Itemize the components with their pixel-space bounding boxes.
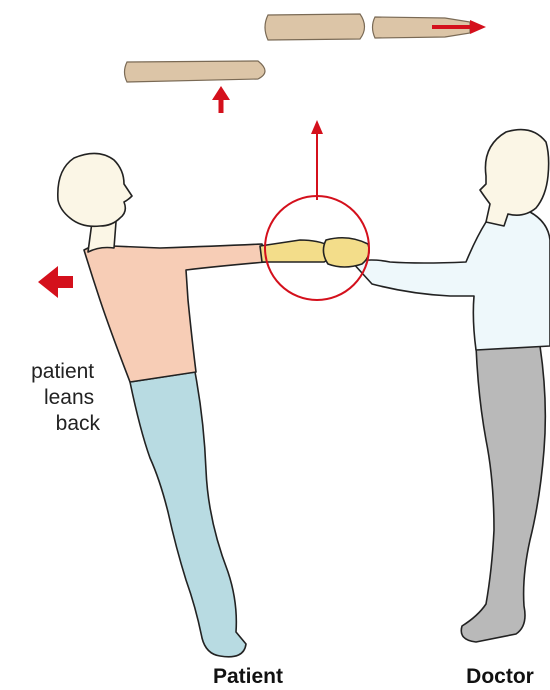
patient-shirt: [84, 244, 266, 382]
arrow-up-icon: [311, 120, 323, 200]
patient-head: [58, 153, 132, 226]
bone-upper-left: [265, 14, 365, 40]
lean-note-line-2: leans: [44, 386, 94, 409]
lean-note: patient leans back: [31, 360, 100, 435]
doctor-shirt: [352, 212, 550, 350]
arrow-left-icon: [38, 266, 73, 298]
lean-note-line-3: back: [56, 412, 101, 435]
doctor-figure: [323, 130, 550, 642]
doctor-head: [480, 130, 549, 226]
bone-lower: [125, 61, 266, 82]
patient-trousers: [130, 372, 246, 657]
doctor-trousers: [461, 346, 545, 642]
arrow-up-icon: [212, 86, 230, 113]
lean-note-line-1: patient: [31, 360, 94, 383]
doctor-caption: Doctor: [466, 665, 534, 688]
patient-caption: Patient: [213, 665, 283, 688]
